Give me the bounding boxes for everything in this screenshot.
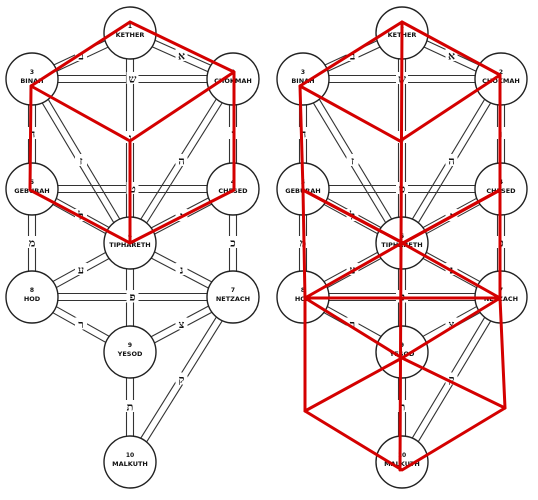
sephirah-netzach [206,270,260,324]
red-cube-line-right-5 [301,188,502,300]
path-letter-yesod-malkuth: ת [399,401,406,414]
path-letter-chesed-netzach: כ [230,237,235,250]
sephirah-number-binah: 3 [30,69,34,76]
path-letter-kether-tiphareth: ג [128,132,132,145]
sephirah-label-binah: BINAH [20,77,43,85]
path-letter-binah-tiphareth: ז [351,155,354,168]
path-letter-bg [75,263,87,275]
path-letter-netzach-malkuth: ק [449,373,455,386]
sephirah-label-kether: KETHER [116,31,145,39]
path-letter-bg [175,317,188,330]
sephirah-hod [5,270,59,324]
red-cube-line-right-8 [303,296,502,360]
sephirah-label-hod: HOD [24,295,41,303]
sephirah-geburah [5,162,59,216]
path-letter-bg [126,290,139,302]
path-letter-chokmah-binah: ש [129,73,137,86]
path-letter-kether-binah: ב [78,50,83,63]
sephirah-label-yesod: YESOD [117,350,143,358]
path-letter-kether-binah: ב [350,50,355,63]
panel-right-tree: אבגשהוזחטיכלמנסעפצקרת1KETHER2CHOKMAH3BIN… [276,6,528,489]
path-letter-bg [26,236,38,248]
sephirah-binah [276,52,330,106]
path-letter-tiphareth-hod: ע [78,264,84,277]
sephirah-number-yesod: 9 [128,342,132,349]
path-letter-chokmah-tiphareth: ה [178,155,184,168]
path-letter-tiphareth-netzach: נ [180,264,184,277]
panel-left-tree: אבגשהוזחטיכלמנסעפצקרת1KETHER2CHOKMAH3BIN… [5,6,260,489]
path-letter-bg [445,154,458,166]
path-letter-bg [346,154,359,166]
path-letter-bg [75,154,87,166]
path-letter-bg [124,400,136,412]
red-cube-line-right-2 [398,20,404,472]
path-letter-netzach-malkuth: ק [179,373,185,386]
sephirah-label-tiphareth: TIPHARETH [109,241,150,249]
path-letter-geburah-hod: מ [29,237,36,250]
sephirah-label-malkuth: MALKUTH [112,460,148,468]
path-letter-binah-geburah: ח [300,128,307,141]
path-letter-kether-chokmah: א [448,50,455,63]
path-letter-yesod-malkuth: ת [127,401,134,414]
sephirah-label-hod: HOD [295,295,312,303]
path-letter-bg [175,154,188,166]
path-letter-bg [175,263,188,275]
path-letter-netzach-yesod: צ [179,318,185,331]
path-letter-hod-yesod: ר [78,318,83,331]
red-cube-line-right-9 [303,406,507,472]
sephirah-number-chokmah: 2 [499,69,503,76]
sephirah-label-binah: BINAH [291,77,314,85]
sephirah-number-kether: 1 [128,23,132,30]
sephirah-number-binah: 3 [301,69,305,76]
path-letter-bg [175,49,188,61]
sephirah-number-hod: 8 [301,287,305,294]
path-letter-bg [175,372,188,385]
sephirah-label-netzach: NETZACH [216,295,250,303]
sephirah-malkuth [375,435,429,489]
path-letter-netzach-yesod: צ [449,318,455,331]
path-letter-netzach-hod: פ [130,291,136,304]
sephirah-label-malkuth: MALKUTH [384,460,420,468]
red-cube-line-right-4 [401,188,502,245]
sephirah-number-malkuth: 10 [126,452,134,459]
sephirah-number-geburah: 5 [30,179,34,186]
sephirah-number-netzach: 7 [231,287,235,294]
path-letter-bg [126,72,139,84]
path-letter-chokmah-tiphareth: ה [448,155,454,168]
path-letter-chesed-geburah: ט [129,183,136,196]
sephirah-number-malkuth: 10 [398,452,406,459]
sephirah-yesod [103,325,157,379]
path-letter-bg [75,317,87,330]
path-letter-binah-tiphareth: ז [79,155,82,168]
path-letter-bg [227,236,239,248]
sephirah-malkuth [103,435,157,489]
sephirah-number-hod: 8 [30,287,34,294]
path-letter-kether-chokmah: א [178,50,185,63]
red-cube-line-right-3 [301,188,405,245]
path-letter-hod-yesod: ר [350,318,355,331]
